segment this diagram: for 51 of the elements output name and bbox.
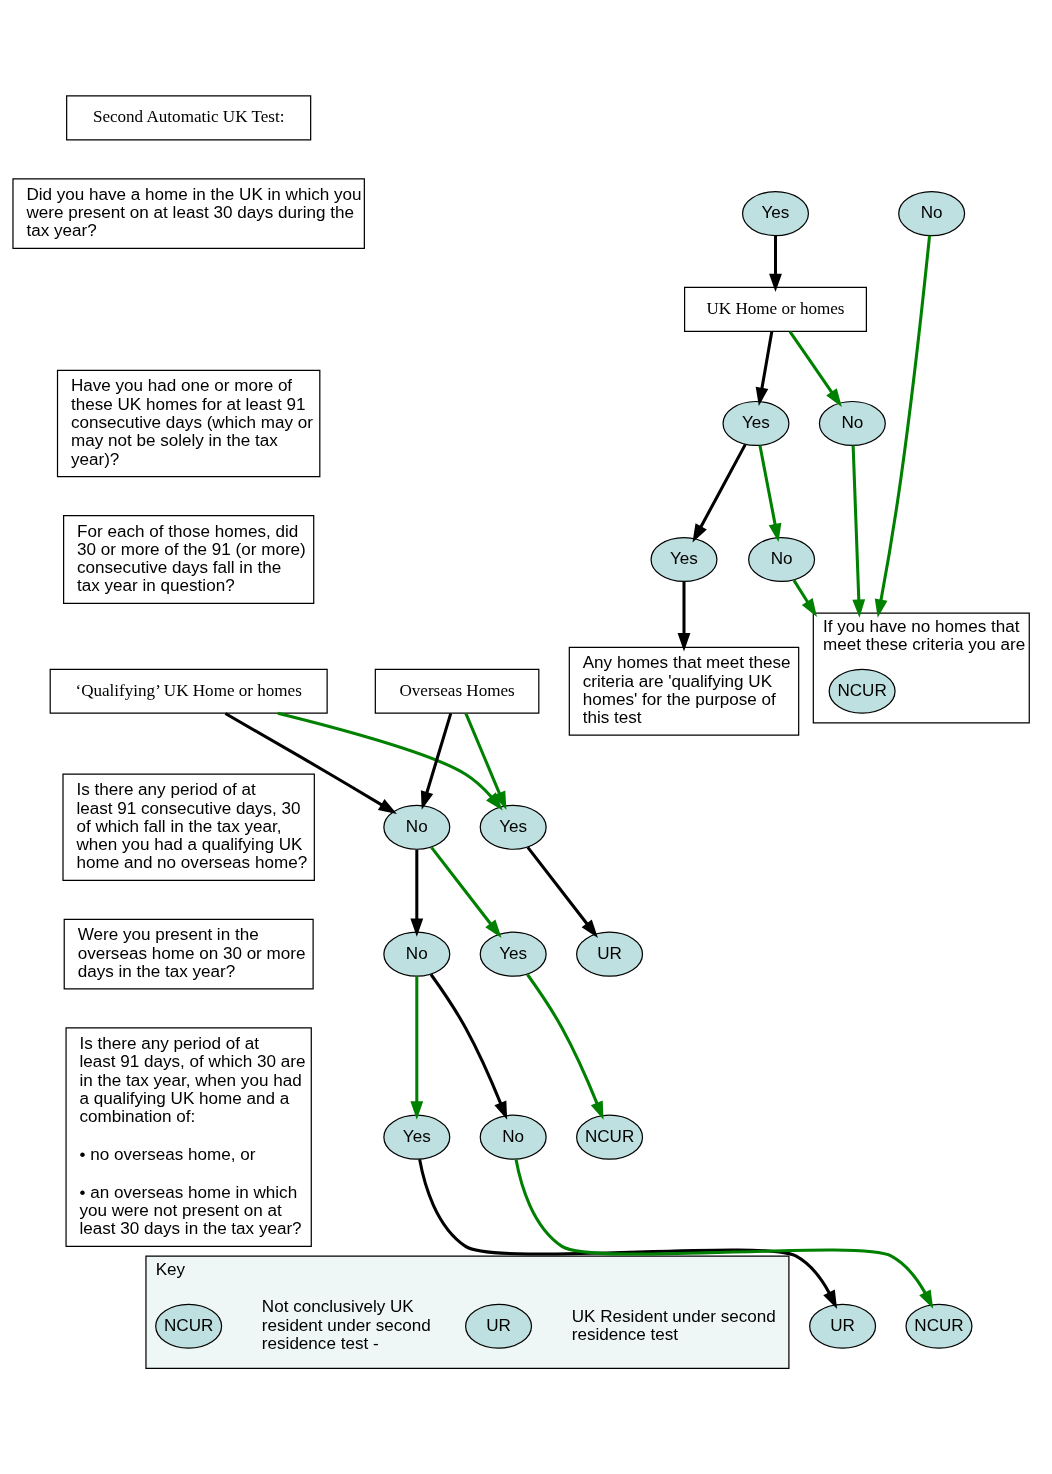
arrow [792, 579, 817, 618]
arrow [526, 846, 598, 938]
node-box: Is there any period of at least 91 consecutive days, 30 of which fall in the tax year, when you had a qualifying UK home and no overseas home? [62, 773, 315, 881]
node-ellipse: Yes [383, 1114, 451, 1160]
node-ellipse: No [383, 804, 451, 850]
arrow [464, 712, 507, 811]
node-ellipse: NCUR [828, 668, 896, 714]
node-ellipse: UR [465, 1303, 533, 1349]
arrow [874, 235, 932, 618]
arrow [514, 1159, 934, 1309]
arrow [758, 445, 782, 543]
arrow [410, 849, 424, 937]
node-ellipse: No [383, 931, 451, 977]
node-ellipse: UR [809, 1303, 877, 1349]
arrow [755, 331, 774, 406]
node-ellipse: No [479, 1114, 547, 1160]
node-box: Were you present in the overseas home on 30 or more days in the tax year? [63, 918, 314, 990]
node-box: Overseas Homes [374, 668, 540, 714]
arrow [420, 712, 453, 810]
arrow [224, 712, 397, 815]
node-ellipse: NCUR [155, 1303, 223, 1349]
node-box: Is there any period of at least 91 days, of which 30 are in the tax year, when you had a qualifying UK home and a combination of: • no overseas home, or • an overseas home in which you were not present on at least 30 days in the tax year? [65, 1027, 312, 1247]
node-ellipse: UR [576, 931, 644, 977]
node-ellipse: No [818, 400, 886, 447]
node-ellipse: NCUR [905, 1303, 973, 1349]
arrow [692, 443, 747, 543]
node-ellipse: Yes [479, 931, 547, 977]
arrow [769, 236, 782, 292]
arrow [418, 1159, 838, 1309]
node-ellipse: Yes [650, 536, 718, 583]
arrow [526, 973, 604, 1120]
node-box: Have you had one or more of these UK homes for at least 91 consecutive days (which may or may not be solely in the tax year)? [56, 369, 321, 478]
node-box: ‘Qualifying’ UK Home or homes [49, 668, 328, 714]
arrow [410, 976, 424, 1120]
node-ellipse: No [898, 191, 966, 237]
arrow [277, 711, 503, 811]
arrow [430, 846, 502, 938]
arrow [851, 445, 866, 618]
node-ellipse: Yes [722, 400, 790, 447]
node-ellipse: No [748, 536, 816, 583]
arrow [788, 330, 842, 407]
arrow [677, 581, 691, 652]
node-box: Second Automatic UK Test: [66, 95, 312, 141]
node-ellipse: NCUR [576, 1114, 644, 1160]
node-box: For each of those homes, did 30 or more of the 91 (or more) consecutive days fall in the tax year in question? [63, 514, 315, 604]
node-box: UK Home or homes [684, 286, 867, 332]
node-box: Any homes that meet these criteria are 'qualifying UK homes' for the purpose of this test [568, 646, 800, 736]
node-ellipse: Yes [741, 191, 810, 237]
arrow [429, 973, 508, 1120]
node-box: Did you have a home in the UK in which you were present on at least 30 days during the tax year? [12, 178, 365, 249]
node-ellipse: Yes [479, 804, 547, 850]
